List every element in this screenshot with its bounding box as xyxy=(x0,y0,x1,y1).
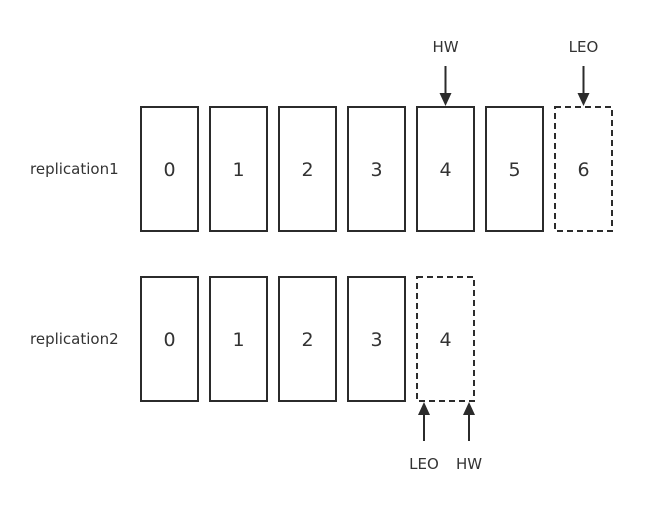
cell-offset: 4 xyxy=(439,329,451,351)
marker-hw: HW xyxy=(456,402,482,473)
cell-box xyxy=(209,276,268,402)
log-cell: 0 xyxy=(140,106,199,232)
log-cell: 3 xyxy=(347,106,406,232)
log-cell: 0 xyxy=(140,276,199,402)
marker-label: LEO xyxy=(569,38,599,56)
cell-offset: 3 xyxy=(370,159,382,181)
cell-offset: 3 xyxy=(370,329,382,351)
cell-offset: 1 xyxy=(232,159,244,181)
cell-offset: 2 xyxy=(301,159,313,181)
log-cell: 4 xyxy=(416,276,475,402)
marker-hw-arrow-head xyxy=(463,402,475,415)
marker-leo: LEO xyxy=(409,402,439,473)
log-cell: 4 xyxy=(416,106,475,232)
cell-offset: 5 xyxy=(508,159,520,181)
log-cell: 6 xyxy=(554,106,613,232)
cell-box xyxy=(140,106,199,232)
cell-box xyxy=(278,106,337,232)
cell-box xyxy=(416,106,475,232)
cell-offset: 0 xyxy=(163,329,175,351)
cell-box xyxy=(140,276,199,402)
marker-leo: LEO xyxy=(569,38,599,106)
log-cell: 1 xyxy=(209,106,268,232)
cell-box xyxy=(347,106,406,232)
log-cell: 5 xyxy=(485,106,544,232)
marker-label: HW xyxy=(432,38,458,56)
cell-box xyxy=(278,276,337,402)
log-cell: 2 xyxy=(278,106,337,232)
cell-offset: 4 xyxy=(439,159,451,181)
cell-box xyxy=(209,106,268,232)
row-label: replication2 xyxy=(30,330,119,348)
row-1: replication1 0 1 2 3 4 5 6 HW LEO xyxy=(30,38,613,232)
marker-leo-arrow-head xyxy=(577,93,590,106)
marker-hw: HW xyxy=(432,38,459,106)
cell-offset: 0 xyxy=(163,159,175,181)
row-label: replication1 xyxy=(30,160,119,178)
cell-offset: 2 xyxy=(301,329,313,351)
log-cell: 3 xyxy=(347,276,406,402)
log-cell: 2 xyxy=(278,276,337,402)
cell-box xyxy=(347,276,406,402)
log-cell: 1 xyxy=(209,276,268,402)
pending-cell-box xyxy=(416,276,475,402)
pending-cell-box xyxy=(554,106,613,232)
marker-leo-arrow-head xyxy=(418,402,430,415)
marker-label: LEO xyxy=(409,455,439,473)
marker-hw-arrow-head xyxy=(439,93,452,106)
marker-label: HW xyxy=(456,455,482,473)
cell-box xyxy=(485,106,544,232)
cell-offset: 1 xyxy=(232,329,244,351)
cell-offset: 6 xyxy=(577,159,589,181)
